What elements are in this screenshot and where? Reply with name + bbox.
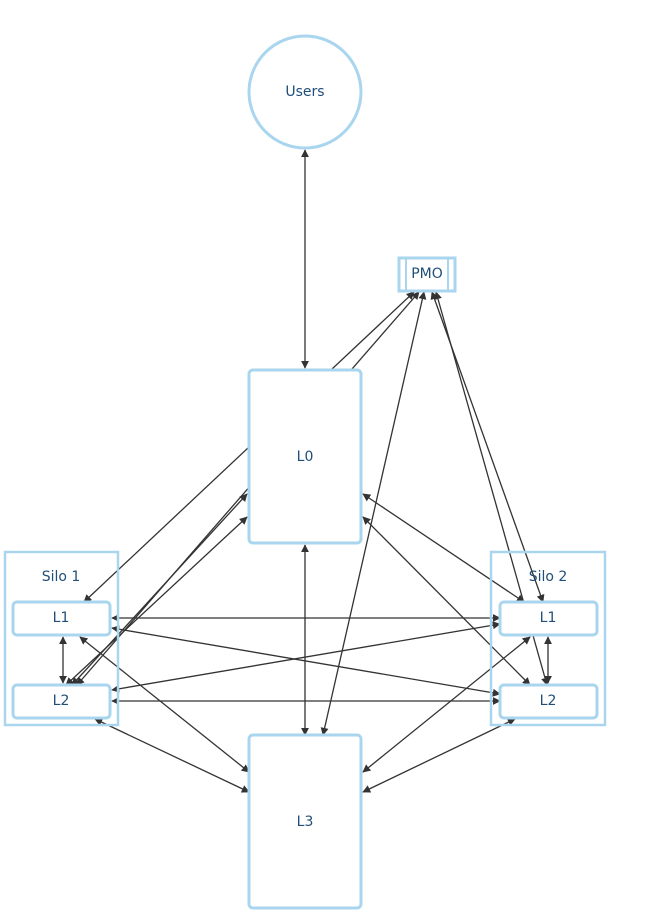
edge-l0-s2l1: [362, 493, 525, 603]
edge-s1l1-s2l2: [111, 625, 501, 697]
edge-s1l2-l3: [94, 718, 250, 793]
node-pmo-shape: [397, 256, 457, 293]
node-pmo-label: PMO: [411, 266, 443, 282]
node-l3[interactable]: L3: [247, 733, 363, 910]
node-silo-2-l1-label: L1: [540, 610, 557, 626]
edge-s2l2-l3: [362, 718, 516, 793]
node-silo-2-l1[interactable]: L1: [498, 600, 599, 637]
cluster-silo-1: Silo 1: [3, 550, 120, 727]
node-l3-label: L3: [297, 814, 314, 830]
edges-layer: [59, 149, 552, 793]
node-users-label: Users: [285, 84, 324, 100]
node-silo-1-l1-shape: [11, 600, 112, 637]
node-silo-2-l2-shape: [498, 683, 599, 720]
edge-s1l2-s2l1: [111, 621, 501, 693]
node-l0[interactable]: L0: [247, 368, 363, 545]
node-users[interactable]: Users: [247, 34, 363, 150]
node-silo-1-l2[interactable]: L2: [11, 683, 112, 720]
node-silo-2-l2-label: L2: [540, 693, 557, 709]
cluster-silo-1-frame: [3, 550, 120, 727]
node-l3-shape: [247, 733, 363, 910]
cluster-silo-2-frame: [489, 550, 607, 727]
node-silo-1-l1[interactable]: L1: [11, 600, 112, 637]
cluster-silo-1-title: Silo 1: [42, 569, 81, 585]
node-pmo[interactable]: PMO: [397, 256, 457, 293]
node-l0-shape: [247, 368, 363, 545]
node-silo-1-l2-shape: [11, 683, 112, 720]
node-silo-1-l2-label: L2: [53, 693, 70, 709]
cluster-silo-2: Silo 2: [489, 550, 607, 727]
node-users-shape: [247, 34, 363, 150]
cluster-silo-2-title: Silo 2: [529, 569, 568, 585]
node-l0-label: L0: [297, 449, 314, 465]
node-silo-1-l1-label: L1: [53, 610, 70, 626]
node-silo-2-l2[interactable]: L2: [498, 683, 599, 720]
node-silo-2-l1-shape: [498, 600, 599, 637]
